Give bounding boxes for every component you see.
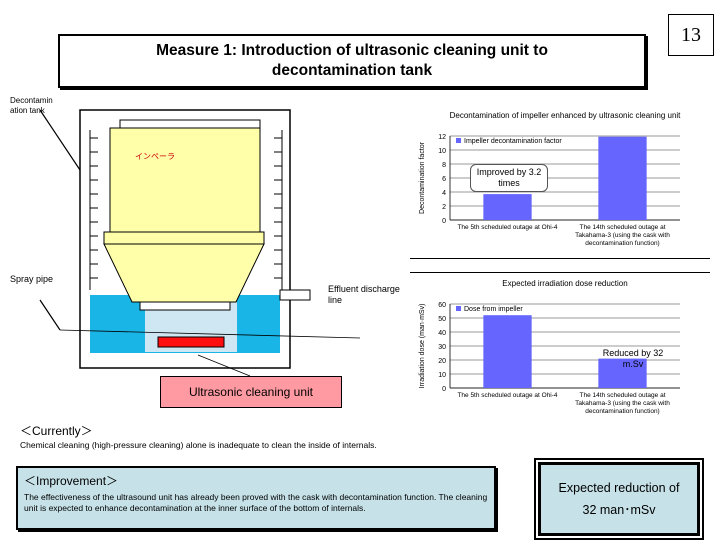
x-tick-label: The 5th scheduled outage at Ohi-4 xyxy=(457,392,557,399)
y-tick-label: 4 xyxy=(442,190,446,197)
y-axis-label: Decontamination factor xyxy=(419,141,426,214)
improvement-text: The effectiveness of the ultrasound unit… xyxy=(24,492,488,513)
y-tick-label: 50 xyxy=(438,316,446,323)
legend-label: Dose from impeller xyxy=(464,306,523,313)
decontamination-factor-chart: Decontamination of impeller enhanced by … xyxy=(419,111,682,247)
impeller-label: インペーラ xyxy=(135,152,175,161)
tank-label: Decontamin ation tank xyxy=(10,96,53,115)
spray-pipe-label: Spray pipe xyxy=(10,274,54,284)
currently-text: Chemical cleaning (high-pressure cleanin… xyxy=(20,440,377,450)
expected-reduction-box: Expected reduction of 32 man･mSv xyxy=(538,462,700,536)
legend-swatch xyxy=(456,138,461,143)
y-tick-label: 40 xyxy=(438,330,446,337)
tank-diagram xyxy=(39,109,361,377)
chart-divider xyxy=(410,258,710,259)
bar xyxy=(598,136,647,220)
y-tick-label: 0 xyxy=(442,386,446,393)
y-tick-label: 2 xyxy=(442,204,446,211)
bar xyxy=(483,194,532,220)
effluent-pipe xyxy=(279,289,311,301)
chart-title: Decontamination of impeller enhanced by … xyxy=(450,111,682,120)
y-tick-label: 0 xyxy=(442,218,446,225)
y-tick-label: 60 xyxy=(438,302,446,309)
reduction-line1: Expected reduction of xyxy=(558,481,680,495)
tank-wall xyxy=(79,109,291,369)
x-tick-label: The 5th scheduled outage at Ohi-4 xyxy=(457,224,557,231)
currently-heading: ＜Currently＞ xyxy=(20,424,93,438)
y-tick-label: 8 xyxy=(442,162,446,169)
improvement-callout: Improved by 3.2 times xyxy=(470,164,548,192)
ultrasonic-unit-label: Ultrasonic cleaning unit xyxy=(160,376,342,408)
page-title: Measure 1: Introduction of ultrasonic cl… xyxy=(58,34,646,88)
y-tick-label: 20 xyxy=(438,358,446,365)
y-tick-label: 6 xyxy=(442,176,446,183)
chart-title: Expected irradiation dose reduction xyxy=(502,279,627,288)
bar xyxy=(483,315,532,388)
y-tick-label: 10 xyxy=(438,372,446,379)
reduction-line2: 32 man･mSv xyxy=(582,503,656,517)
improvement-heading: ＜Improvement＞ xyxy=(24,474,119,488)
legend-label: Impeller decontamination factor xyxy=(464,138,562,145)
y-tick-label: 30 xyxy=(438,344,446,351)
reduction-callout: Reduced by 32 m.Sv xyxy=(602,348,664,369)
y-axis-label: Irradiation dose (man·mSv) xyxy=(419,304,426,389)
improvement-box: ＜Improvement＞ The effectiveness of the u… xyxy=(16,466,496,530)
irradiation-dose-chart: Expected irradiation dose reductionIrrad… xyxy=(419,279,680,415)
legend-swatch xyxy=(456,306,461,311)
bar xyxy=(598,358,647,388)
y-tick-label: 10 xyxy=(438,148,446,155)
page-number: 13 xyxy=(668,14,714,56)
effluent-label: Effluent discharge line xyxy=(328,284,400,305)
ultrasonic-plate xyxy=(157,336,225,348)
chart-divider xyxy=(410,272,710,273)
y-tick-label: 12 xyxy=(438,134,446,141)
